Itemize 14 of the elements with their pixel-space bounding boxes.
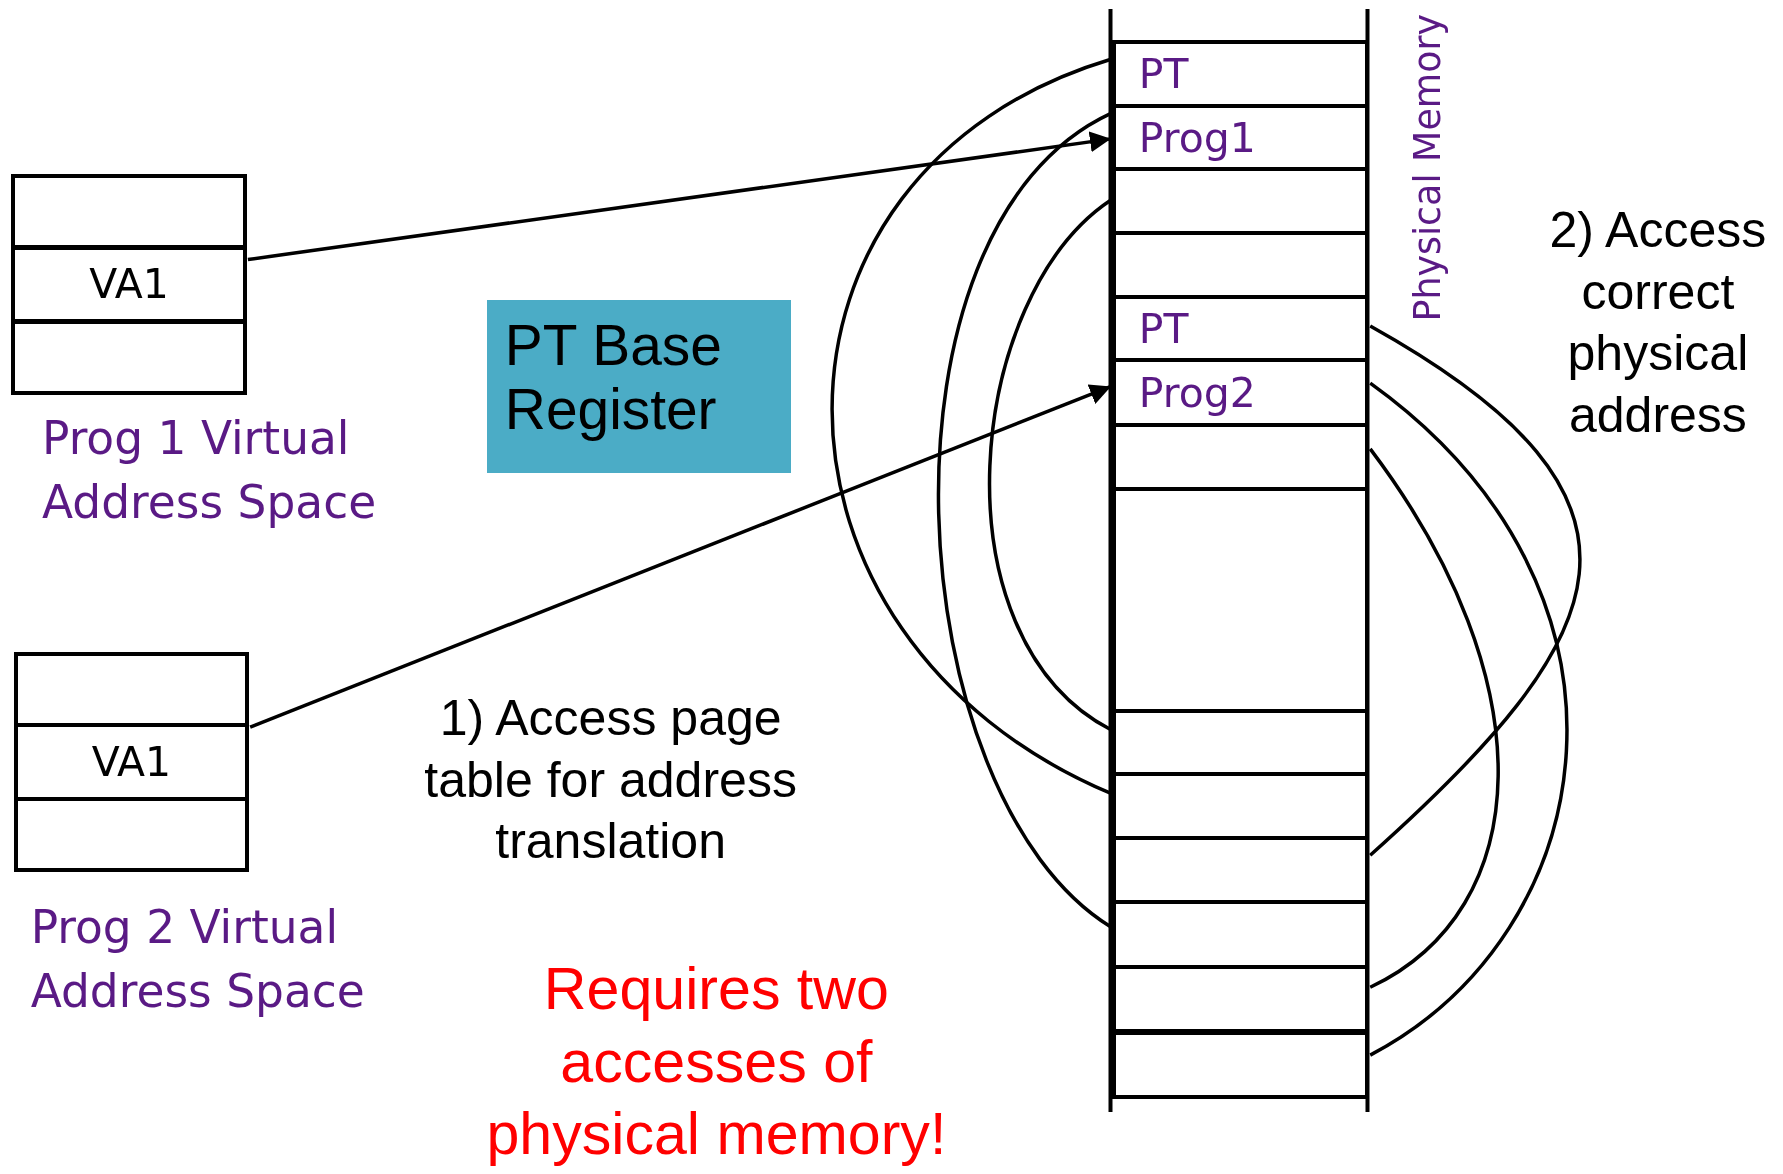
connector-curve xyxy=(1369,324,1581,857)
register-box: PT Base Register xyxy=(486,300,792,473)
address-row xyxy=(11,173,247,249)
memory-title: Physical Memory xyxy=(1410,13,1447,322)
address-space-caption: Prog 2 Virtual Address Space xyxy=(30,900,366,1020)
arrow xyxy=(249,384,1112,729)
connector-curve xyxy=(1369,381,1568,1057)
annotation: 1) Access page table for address translation xyxy=(423,688,798,872)
annotation: 2) Access correct physical address xyxy=(1548,201,1768,445)
connector-curve xyxy=(1368,447,1500,989)
warning-note: Requires two accesses of physical memory! xyxy=(485,953,948,1170)
address-space-caption: Prog 1 Virtual Address Space xyxy=(42,411,378,531)
arrow xyxy=(247,131,1112,262)
connector-curve xyxy=(830,57,1112,796)
